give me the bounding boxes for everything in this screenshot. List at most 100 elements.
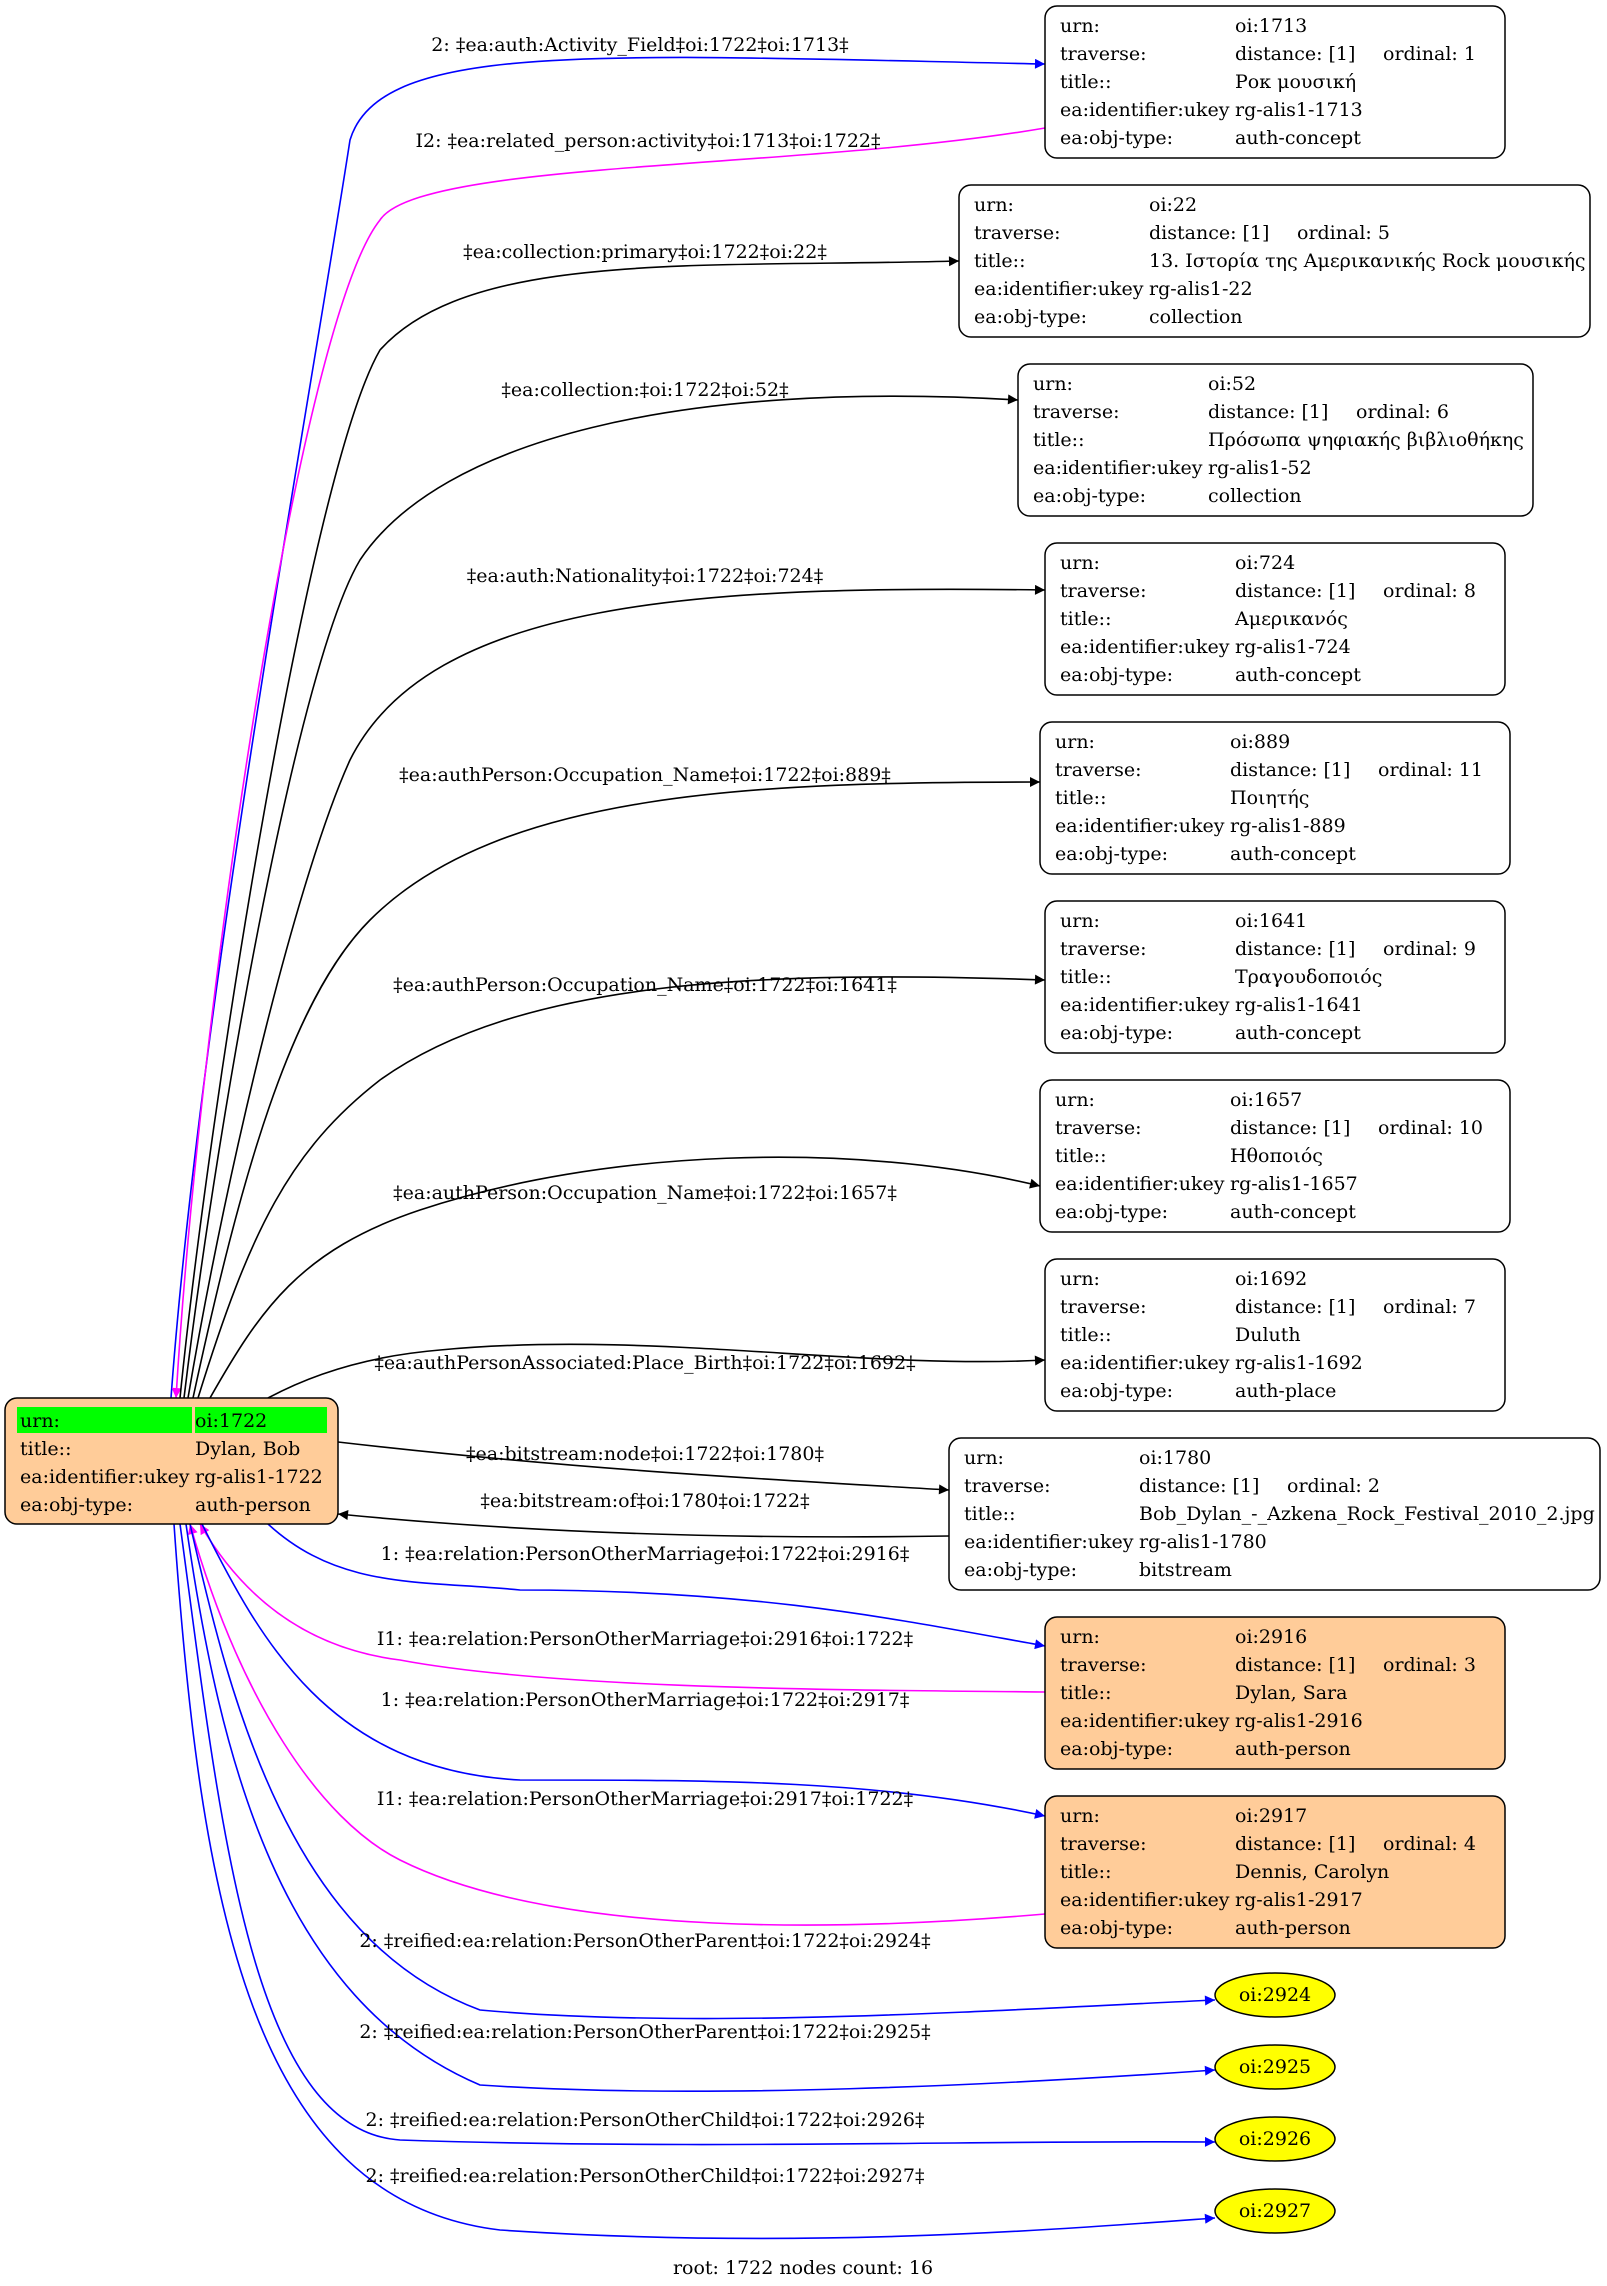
footer-caption: root: 1722 nodes count: 16 [673,2257,933,2279]
root-row-value: auth-person [195,1494,311,1516]
record-row-value: oi:22 [1149,194,1197,216]
record-row-key: title:: [1060,1324,1111,1346]
record-row-key: traverse: [1060,1296,1147,1318]
record-row-ordinal: ordinal: 11 [1378,759,1483,781]
record-row-value: Bob_Dylan_-_Azkena_Rock_Festival_2010_2.… [1139,1503,1595,1525]
edge-label: I1: ‡ea:relation:PersonOtherMarriage‡oi:… [377,1788,913,1810]
edge-label: ‡ea:bitstream:node‡oi:1722‡oi:1780‡ [466,1443,824,1465]
ellipse-node-shape [1214,2188,1336,2234]
root-row-key: ea:obj-type: [20,1494,133,1516]
record-row-value: auth-concept [1235,127,1361,149]
record-row-key: urn: [1055,731,1095,753]
record-row-key: ea:obj-type: [1060,664,1173,686]
record-row-key: traverse: [1033,401,1120,423]
edge-line [179,256,960,1399]
record-row-value: distance: [1] [1235,1833,1355,1855]
record-row-key: title:: [1060,966,1111,988]
record-row-key: ea:identifier:ukey [1055,1173,1225,1195]
edge: 1: ‡ea:relation:PersonOtherMarriage‡oi:1… [267,1523,1046,1650]
edge-label: 2: ‡reified:ea:relation:PersonOtherChild… [366,2109,925,2131]
ellipse-node[interactable]: oi:2925 [1214,2044,1336,2090]
record-row-key: urn: [1033,373,1073,395]
edges-layer: 2: ‡ea:auth:Activity_Field‡oi:1722‡oi:17… [170,34,1216,2240]
ellipse-node[interactable]: oi:2927 [1214,2188,1336,2234]
root-row-value: oi:1722 [195,1410,267,1432]
record-row-value: distance: [1] [1235,580,1355,602]
ellipse-node[interactable]: oi:2924 [1214,1972,1336,2018]
record-row-key: urn: [1060,1268,1100,1290]
record-row-value: oi:1713 [1235,15,1307,37]
edge: ‡ea:authPerson:Occupation_Name‡oi:1722‡o… [209,1156,1041,1399]
record-row-value: distance: [1] [1235,1296,1355,1318]
record-row-key: ea:obj-type: [974,306,1087,328]
record-row-key: ea:identifier:ukey [1060,1352,1230,1374]
record-row-value: auth-concept [1235,1022,1361,1044]
record-row-value: oi:1657 [1230,1089,1302,1111]
record-row-value: rg-alis1-1657 [1230,1173,1358,1195]
record-row-key: urn: [1060,1626,1100,1648]
record-row-value: rg-alis1-1641 [1235,994,1363,1016]
record-row-key: ea:identifier:ukey [974,278,1144,300]
edge-line [187,1523,1046,1926]
edge-label: ‡ea:collection:‡oi:1722‡oi:52‡ [501,379,788,401]
record-row-value: collection [1149,306,1243,328]
edge-label: ‡ea:authPersonAssociated:Place_Birth‡oi:… [374,1352,915,1374]
edge: ‡ea:authPerson:Occupation_Name‡oi:1722‡o… [197,974,1046,1399]
record-row-value: Dennis, Carolyn [1235,1861,1389,1883]
record-row-value: auth-place [1235,1380,1336,1402]
record-row-key: title:: [1060,608,1111,630]
edge-line [192,777,1041,1399]
ellipse-node-label: oi:2926 [1239,2128,1311,2150]
record-row-key: ea:identifier:ukey [964,1531,1134,1553]
record-row-value: rg-alis1-22 [1149,278,1253,300]
record-row-key: ea:identifier:ukey [1060,636,1230,658]
record-row-value: oi:2917 [1235,1805,1307,1827]
root-row-value: Dylan, Bob [195,1438,300,1460]
record-row-ordinal: ordinal: 8 [1383,580,1476,602]
record-node-box [948,1437,1601,1591]
edge: ‡ea:authPerson:Occupation_Name‡oi:1722‡o… [192,764,1041,1399]
record-row-ordinal: ordinal: 7 [1383,1296,1476,1318]
record-row-key: ea:obj-type: [964,1559,1077,1581]
record-row-value: 13. Ιστορία της Αμερικανικής Rock μουσικ… [1149,250,1586,272]
edge-label: ‡ea:auth:Nationality‡oi:1722‡oi:724‡ [467,565,823,587]
record-row-value: Πρόσωπα ψηφιακής βιβλιοθήκης [1208,429,1524,451]
record-row-value: Ηθοποιός [1230,1145,1323,1167]
record-row-key: title:: [1055,787,1106,809]
edge-label: ‡ea:authPerson:Occupation_Name‡oi:1722‡o… [399,764,891,786]
record-row-key: traverse: [974,222,1061,244]
record-row-key: traverse: [1060,1833,1147,1855]
record-row-key: urn: [964,1447,1004,1469]
edge-label: 2: ‡reified:ea:relation:PersonOtherParen… [359,1930,930,1952]
ellipse-node[interactable]: oi:2926 [1214,2116,1336,2162]
record-row-ordinal: ordinal: 4 [1383,1833,1476,1855]
record-row-key: title:: [1060,1861,1111,1883]
record-row-key: ea:obj-type: [1060,127,1173,149]
record-row-value: distance: [1] [1149,222,1269,244]
edge-line [197,974,1046,1399]
edge: I2: ‡ea:related_person:activity‡oi:1713‡… [171,127,1046,1399]
edge: ‡ea:collection:primary‡oi:1722‡oi:22‡ [179,241,960,1399]
edge-line [337,1441,950,1495]
record-row-value: rg-alis1-889 [1230,815,1346,837]
record-row-value: oi:889 [1230,731,1290,753]
root-row-key: ea:identifier:ukey [20,1466,190,1488]
edge: I1: ‡ea:relation:PersonOtherMarriage‡oi:… [199,1523,1046,1693]
record-row-value: oi:1780 [1139,1447,1211,1469]
edge-label: ‡ea:authPerson:Occupation_Name‡oi:1722‡o… [393,974,897,996]
record-row-key: ea:obj-type: [1060,1738,1173,1760]
record-row-key: ea:identifier:ukey [1055,815,1225,837]
root-row-key: title:: [20,1438,71,1460]
